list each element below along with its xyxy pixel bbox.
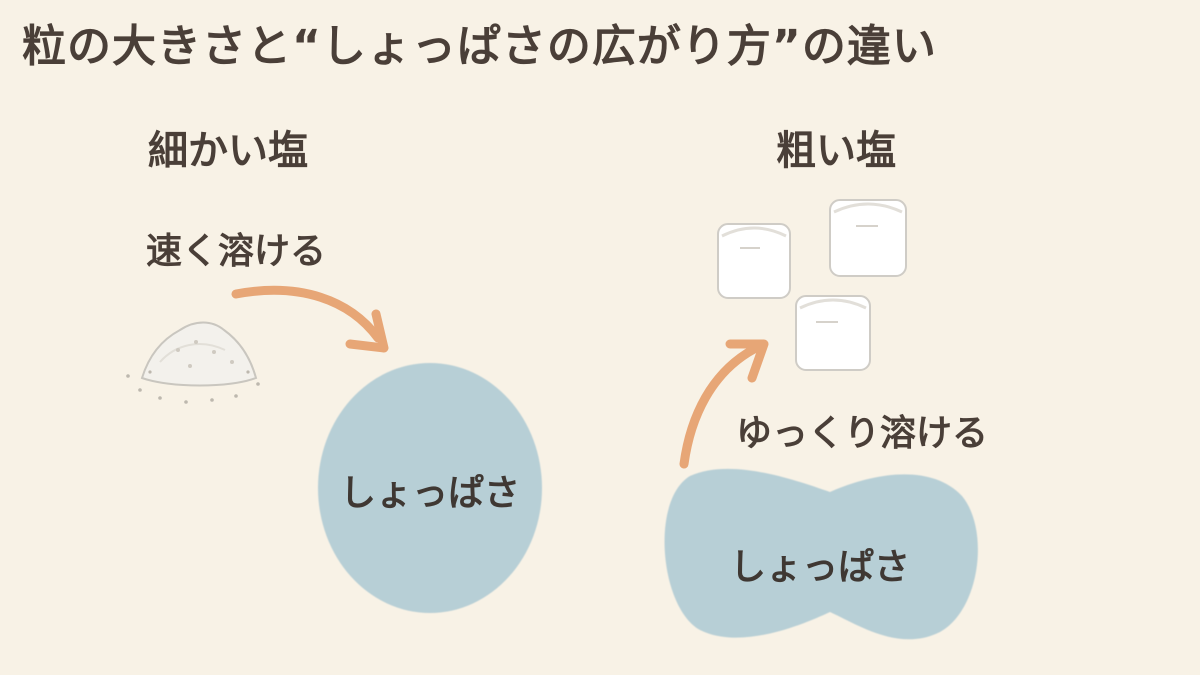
coarse-salt-crystal-icon <box>829 199 907 277</box>
coarse-salt-action-label: ゆっくり溶ける <box>736 413 989 454</box>
fine-salt-saltiness-blob <box>318 363 542 613</box>
coarse-salt-heading: 粗い塩 <box>776 128 896 174</box>
coarse-salt-arrow-icon <box>679 339 769 469</box>
fine-salt-arrow-icon <box>231 285 389 353</box>
fine-salt-pile-icon <box>126 321 260 404</box>
diagram-title: 粒の大きさと“しょっぱさの広がり方”の違い <box>22 21 937 72</box>
fine-salt-heading: 細かい塩 <box>148 128 308 174</box>
fine-salt-blob-label: しょっぱさ <box>340 473 521 514</box>
coarse-salt-blob-label: しょっぱさ <box>730 547 911 588</box>
coarse-salt-crystal-icon <box>795 295 871 371</box>
coarse-salt-crystal-icon <box>717 223 791 299</box>
fine-salt-action-label: 速く溶ける <box>146 231 327 272</box>
coarse-salt-saltiness-blob <box>664 468 978 640</box>
